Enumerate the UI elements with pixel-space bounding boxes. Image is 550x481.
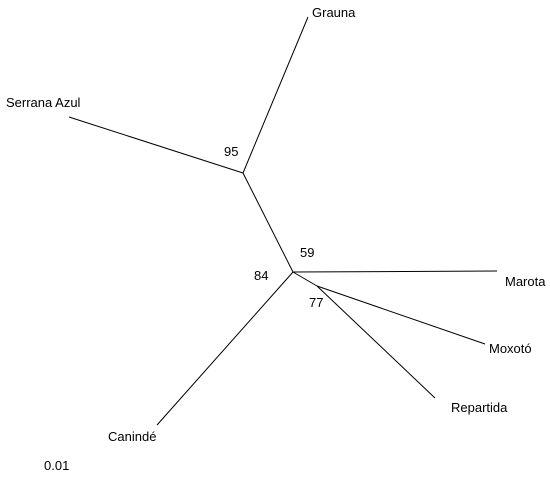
support-value-84: 84 xyxy=(254,268,268,283)
taxon-label-grauna: Grauna xyxy=(312,5,356,20)
branch-marota xyxy=(292,270,498,273)
branch-grauna xyxy=(242,16,309,174)
support-value-77: 77 xyxy=(309,295,323,310)
branch-internal xyxy=(242,172,294,273)
scale-bar-label: 0.01 xyxy=(44,458,69,473)
taxon-label-caninde: Canindé xyxy=(108,429,156,444)
support-value-95: 95 xyxy=(224,144,238,159)
branch-serrana-azul xyxy=(68,116,244,174)
taxon-label-moxoto: Moxotó xyxy=(489,341,532,356)
taxon-label-serrana-azul: Serrana Azul xyxy=(6,95,81,110)
support-value-59: 59 xyxy=(300,245,314,260)
taxon-label-marota: Marota xyxy=(505,274,546,289)
branch-caninde xyxy=(156,271,294,426)
branch-repartida xyxy=(316,285,436,399)
branch-moxoto-repartida-stem xyxy=(292,271,318,287)
taxon-label-repartida: Repartida xyxy=(451,400,508,415)
branch-moxoto xyxy=(316,285,486,345)
